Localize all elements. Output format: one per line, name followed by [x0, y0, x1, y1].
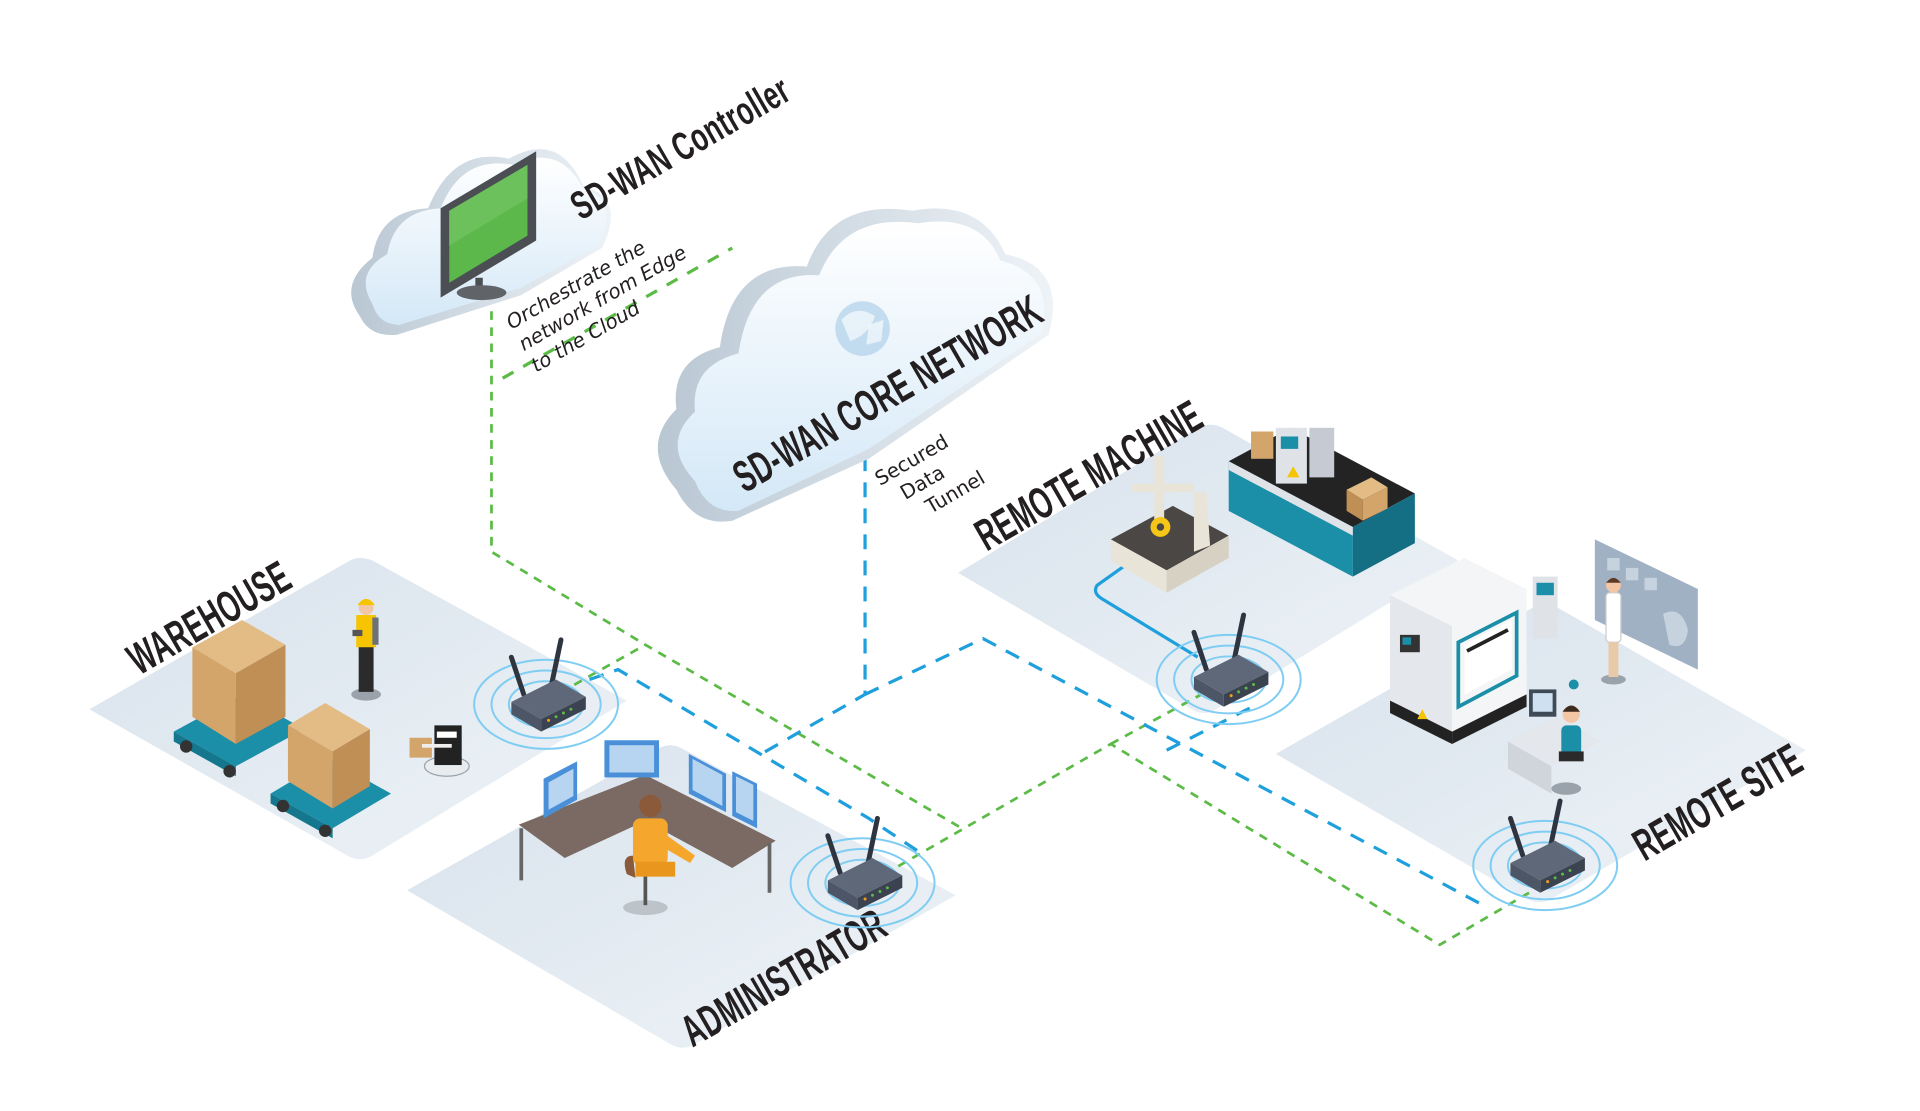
- status-led: [547, 718, 551, 722]
- delivery-robot-icon: [409, 725, 470, 777]
- cmm-machine-icon: [1110, 456, 1229, 593]
- worker-icon: [351, 598, 382, 701]
- router-remote-machine-icon: [1155, 612, 1302, 726]
- pallet-cart-icon: [173, 619, 305, 778]
- data-link-remote-machine-router: [1165, 701, 1261, 752]
- data-link-core-to-remote: [864, 636, 1484, 907]
- antenna: [1547, 798, 1563, 851]
- signal-ring: [473, 658, 620, 750]
- router-side: [511, 701, 542, 732]
- control-link-controller-down: [490, 295, 963, 830]
- core-cloud: [657, 208, 1054, 522]
- antenna: [865, 815, 880, 868]
- status-led: [1252, 682, 1256, 686]
- antenna: [825, 833, 843, 876]
- router-remote-site-icon: [1472, 798, 1619, 912]
- status-led: [878, 890, 882, 894]
- wired-link-cmm-router: [1093, 556, 1199, 659]
- network-links: [490, 246, 1530, 947]
- engineer-icon: [1601, 577, 1626, 685]
- router-body: [511, 679, 586, 720]
- router-side: [1510, 863, 1541, 893]
- router-side: [1193, 677, 1224, 707]
- antenna: [1507, 815, 1526, 859]
- router-body: [827, 858, 903, 898]
- antenna: [548, 637, 564, 690]
- signal-ring: [1173, 644, 1285, 715]
- router-body: [1193, 654, 1269, 695]
- cnc-machine-icon: [1390, 557, 1558, 744]
- signal-ring: [789, 837, 936, 929]
- control-link-admin-remote: [855, 742, 1530, 947]
- monitor-icon: [543, 740, 758, 829]
- status-led: [1553, 876, 1557, 880]
- router-side: [827, 880, 858, 911]
- controller-cloud-label: SD-WAN Controller: [563, 67, 798, 228]
- signal-ring: [1155, 633, 1302, 726]
- pallet-cart-icon: [270, 703, 391, 839]
- dashboard-panel-icon: [1594, 539, 1698, 670]
- signal-ring: [806, 848, 919, 918]
- antenna: [508, 654, 527, 697]
- status-led: [1229, 694, 1233, 698]
- signal-ring: [490, 669, 602, 740]
- antenna: [1191, 629, 1209, 673]
- technician-icon: [1507, 679, 1602, 795]
- status-led: [1568, 868, 1572, 872]
- control-link-to-remote-machine: [1110, 693, 1203, 746]
- operator-icon: [623, 794, 696, 916]
- conveyor-icon: [1228, 427, 1415, 577]
- status-led: [569, 707, 573, 711]
- status-led: [1561, 872, 1565, 876]
- status-led: [554, 715, 558, 719]
- status-led: [1237, 690, 1241, 694]
- antenna: [1231, 612, 1247, 665]
- status-led: [561, 711, 565, 715]
- status-led: [1244, 686, 1248, 690]
- status-led: [871, 893, 874, 897]
- signal-ring: [1472, 819, 1619, 912]
- globe-icon: [835, 301, 890, 356]
- routers: [473, 612, 1619, 929]
- monitor-icon: [440, 151, 537, 301]
- router-body: [1510, 840, 1585, 881]
- router-administrator-icon: [789, 815, 936, 929]
- router-warehouse-icon: [473, 637, 620, 750]
- status-led: [1546, 880, 1550, 884]
- control-link-cloud-connector: [501, 246, 734, 380]
- signal-ring: [1489, 830, 1601, 901]
- status-led: [885, 886, 889, 890]
- status-led: [863, 897, 867, 901]
